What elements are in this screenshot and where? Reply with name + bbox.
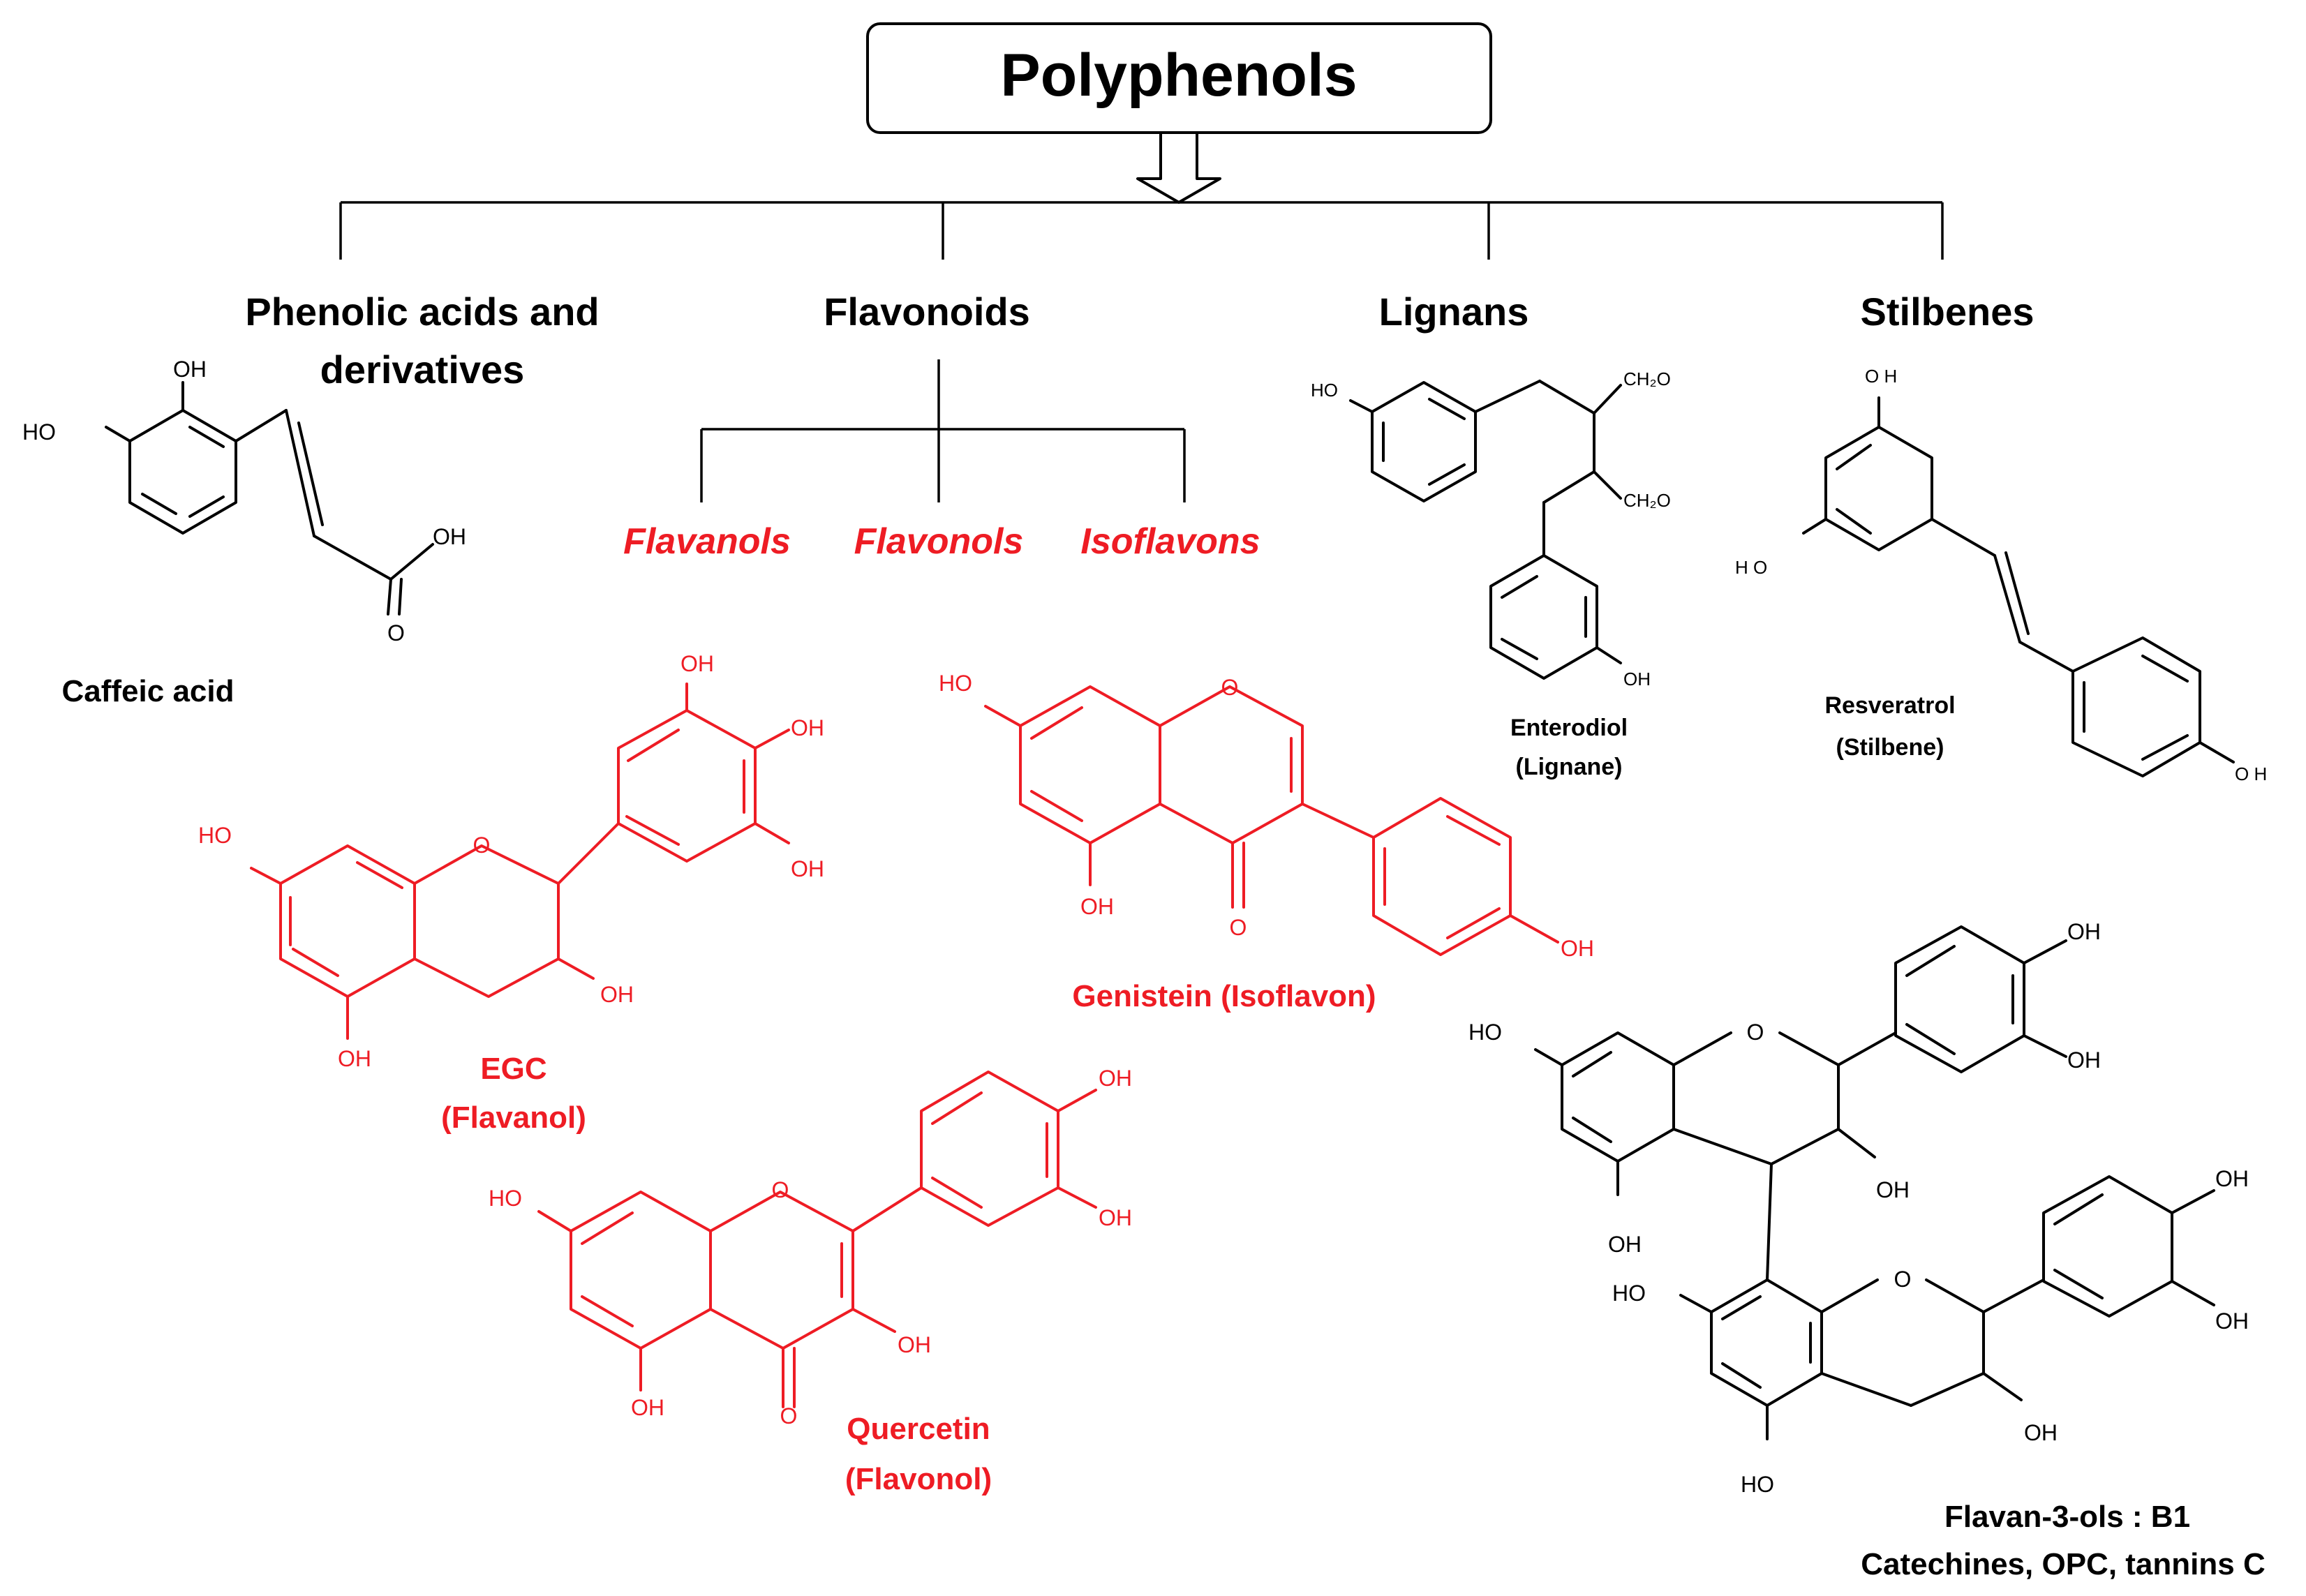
procyanidin-b1-structure: HO O OH OH OH OH HO O OH OH OH HO — [1468, 919, 2249, 1497]
genistein-structure: HO O OH O OH — [939, 671, 1594, 961]
subclass-flavanols: Flavanols — [623, 521, 791, 562]
resveratrol-oh-top: O H — [1865, 366, 1897, 387]
down-arrow-icon — [1136, 131, 1221, 204]
caffeic-ho-left: HO — [22, 419, 56, 445]
resveratrol-structure: O H H O O H — [1735, 366, 2267, 784]
egc-oh-bottom: OH — [338, 1046, 371, 1071]
diagram-title: Polyphenols — [1000, 42, 1357, 109]
b1-ho-left-upper: HO — [1468, 1020, 1502, 1045]
category-stilbenes: Stilbenes — [1861, 290, 2035, 334]
egc-oh-right1: OH — [791, 715, 824, 740]
enterodiol-oh: OH — [1623, 669, 1651, 689]
b1-o-upper: O — [1747, 1020, 1764, 1045]
quercetin-o-carbonyl: O — [780, 1403, 798, 1429]
egc-structure: HO O OH OH OH OH OH — [198, 651, 824, 1071]
enterodiol-ch2o-1: CH₂O — [1623, 368, 1671, 389]
egc-o-ring: O — [473, 833, 491, 858]
b1-oh-lower-ring: OH — [2024, 1420, 2058, 1445]
flavonoid-subtree-connectors — [700, 359, 1186, 502]
b1-o-lower: O — [1894, 1267, 1912, 1292]
subclass-flavonols: Flavonols — [854, 521, 1024, 562]
resveratrol-oh-right: O H — [2235, 763, 2267, 784]
category-lignans: Lignans — [1379, 290, 1529, 334]
caffeic-oh-acid: OH — [433, 524, 466, 549]
category-phenolic-acids-line2: derivatives — [320, 348, 525, 391]
egc-oh-ring: OH — [600, 982, 634, 1007]
b1-oh-lower-1: OH — [2215, 1166, 2249, 1191]
quercetin-class-label: (Flavonol) — [845, 1462, 992, 1496]
b1-oh-lower-2: OH — [2215, 1308, 2249, 1334]
b1-ho-lower-bottom: HO — [1741, 1472, 1774, 1497]
egc-class-label: (Flavanol) — [441, 1101, 586, 1135]
caffeic-acid-structure: OH HO OH O — [22, 357, 466, 646]
resveratrol-class-label: (Stilbene) — [1836, 734, 1944, 761]
resveratrol-ho-left: H O — [1735, 557, 1767, 578]
quercetin-oh-bottom: OH — [631, 1395, 664, 1420]
genistein-oh-bottom: OH — [1080, 894, 1114, 919]
genistein-o-carbonyl: O — [1230, 915, 1247, 940]
quercetin-oh-2: OH — [1099, 1205, 1132, 1230]
genistein-ho-left: HO — [939, 671, 972, 696]
enterodiol-ho: HO — [1311, 380, 1338, 401]
egc-oh-right2: OH — [791, 856, 824, 881]
enterodiol-class-label: (Lignane) — [1516, 754, 1623, 780]
genistein-o-ring: O — [1221, 675, 1239, 700]
egc-label: EGC — [480, 1052, 546, 1086]
quercetin-oh-3: OH — [898, 1332, 931, 1357]
procyanidin-b1-label-line1: Flavan-3-ols : B1 — [1944, 1500, 2190, 1534]
caffeic-acid-label: Caffeic acid — [62, 674, 235, 708]
b1-ho-left-lower: HO — [1612, 1281, 1646, 1306]
quercetin-o-ring: O — [772, 1177, 789, 1202]
b1-oh-upper-ring: OH — [1876, 1177, 1910, 1202]
quercetin-oh-1: OH — [1099, 1066, 1132, 1091]
egc-oh-top: OH — [680, 651, 714, 676]
category-flavonoids: Flavonoids — [824, 290, 1030, 334]
resveratrol-label: Resveratrol — [1824, 692, 1955, 719]
b1-oh-upper-2: OH — [2067, 1047, 2101, 1073]
category-phenolic-acids-line1: Phenolic acids and — [245, 290, 599, 334]
subclass-isoflavons: Isoflavons — [1080, 521, 1260, 562]
enterodiol-structure: HO CH₂O CH₂O OH — [1311, 368, 1671, 689]
quercetin-ho-left: HO — [489, 1186, 522, 1211]
b1-oh-upper-bottom: OH — [1608, 1232, 1642, 1257]
caffeic-oh-top: OH — [173, 357, 207, 382]
quercetin-label: Quercetin — [847, 1412, 990, 1446]
egc-ho-left: HO — [198, 823, 232, 848]
genistein-oh-right: OH — [1561, 936, 1594, 961]
quercetin-structure: HO O OH OH OH OH O — [489, 1066, 1132, 1429]
caffeic-o-acid: O — [387, 620, 405, 646]
category-tree-connectors — [339, 201, 1944, 260]
enterodiol-label: Enterodiol — [1510, 715, 1628, 741]
procyanidin-b1-label-line2: Catechines, OPC, tannins C — [1861, 1547, 2265, 1581]
enterodiol-ch2o-2: CH₂O — [1623, 490, 1671, 511]
b1-oh-upper-1: OH — [2067, 919, 2101, 944]
genistein-label: Genistein (Isoflavon) — [1072, 979, 1376, 1013]
